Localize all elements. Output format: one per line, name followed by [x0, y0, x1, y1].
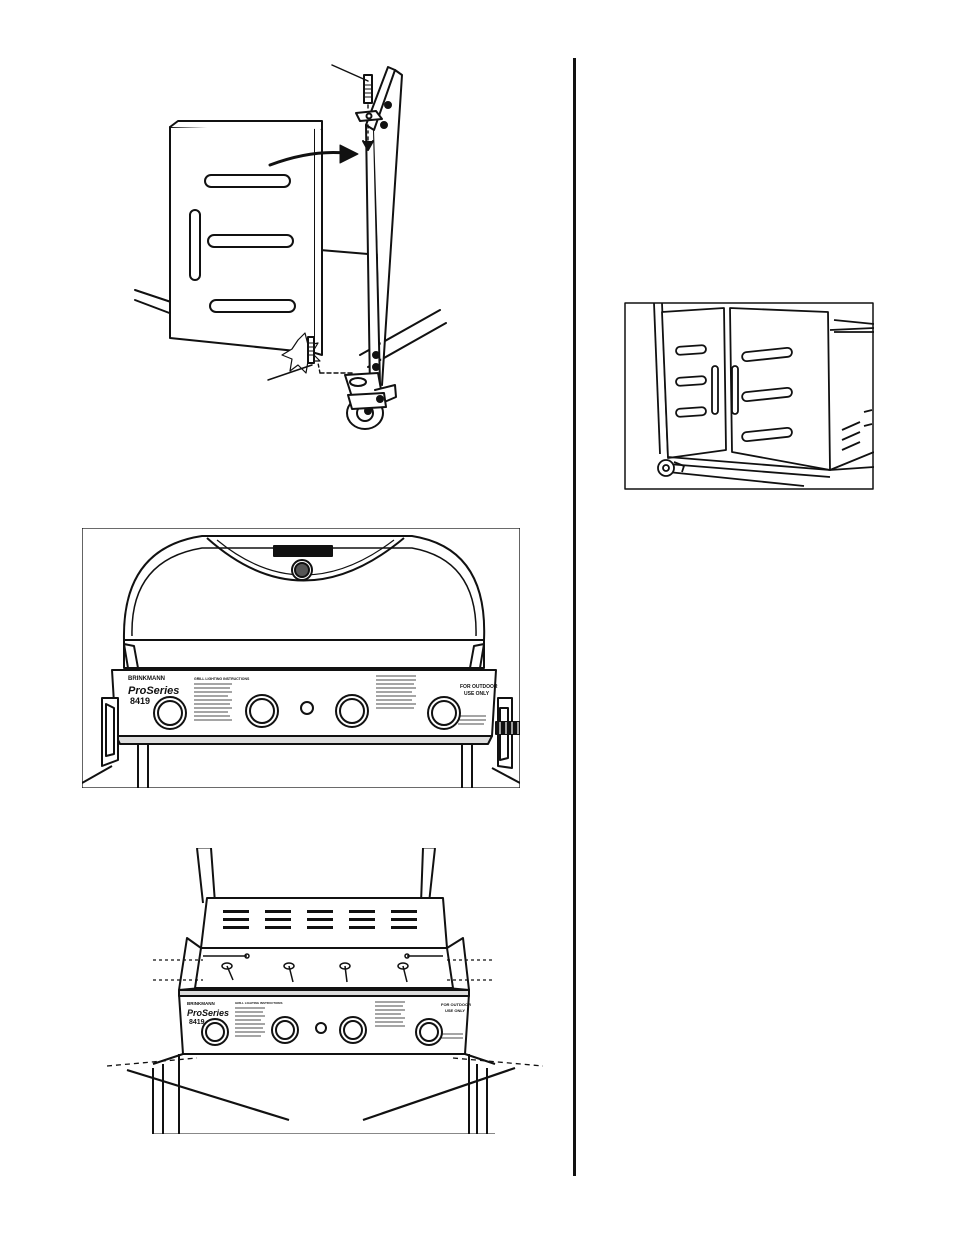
figure-door-hinge-assembly: [120, 55, 450, 435]
right-cabinet-door: [730, 308, 830, 470]
firebox-back-wall: [201, 898, 447, 948]
open-panel-model-text: 8419: [189, 1019, 205, 1026]
grill-lid: [124, 536, 484, 668]
callout-leader-right: [363, 1068, 515, 1120]
callout-leader-left: [127, 1070, 289, 1120]
column-divider: [573, 58, 576, 1176]
figure-grill-lid-closed: BRINKMANN ProSeries 8419 GRILL LIGHTING …: [82, 528, 520, 788]
figure-cabinet-doors-inset: [624, 302, 874, 490]
open-panel-outdoor-line2: USE ONLY: [445, 1008, 465, 1013]
control-panel: BRINKMANN ProSeries 8419 GRILL LIGHTING …: [112, 670, 498, 744]
gas-regulator: [496, 722, 520, 734]
left-cabinet-door: [662, 308, 726, 458]
caster-wheel: [318, 363, 396, 429]
panel-brand-text: BRINKMANN: [128, 676, 165, 682]
figure-grill-lid-open: BRINKMANN ProSeries 8419 GRILL LIGHTING …: [107, 848, 543, 1134]
panel-outdoor-line1: FOR OUTDOOR: [460, 684, 498, 690]
panel-lighting-title: GRILL LIGHTING INSTRUCTIONS: [194, 677, 250, 681]
panel-model-text: 8419: [130, 696, 150, 706]
callout-leader-top: [332, 65, 368, 81]
open-grill-control-panel: BRINKMANN ProSeries 8419 GRILL LIGHTING …: [179, 990, 471, 1054]
open-panel-line-text: ProSeries: [187, 1008, 229, 1018]
open-panel-brand-text: BRINKMANN: [187, 1001, 215, 1006]
open-panel-lighting-title: GRILL LIGHTING INSTRUCTIONS: [235, 1001, 282, 1005]
panel-outdoor-line2: USE ONLY: [464, 691, 490, 697]
open-panel-outdoor-line1: FOR OUTDOOR: [441, 1002, 471, 1007]
